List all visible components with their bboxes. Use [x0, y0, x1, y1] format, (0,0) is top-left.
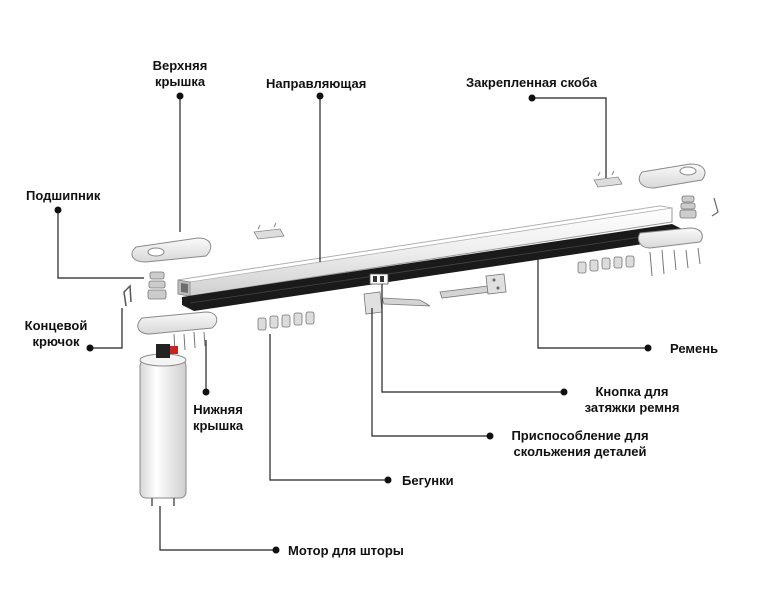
label-bottom-cover-line1: Нижняя — [193, 402, 243, 417]
label-curtain-motor: Мотор для шторы — [288, 543, 404, 558]
curtain-motor — [139, 344, 187, 506]
label-sliding-device-line2: скольжения деталей — [513, 444, 647, 459]
small-bracket — [253, 222, 285, 240]
fixed-bracket — [593, 163, 706, 189]
end-hook — [123, 284, 132, 307]
label-end-hook: Концевой крючок — [16, 318, 96, 350]
label-rail: Направляющая — [266, 76, 367, 91]
label-belt-tension-button-line2: затяжки ремня — [584, 400, 680, 415]
runners-right — [577, 255, 635, 274]
callout-dots — [54, 92, 652, 554]
top-cover — [131, 237, 212, 263]
label-sliding-device: Приспособление для скольжения деталей — [498, 428, 662, 460]
label-top-cover-line1: Верхняя — [152, 58, 208, 73]
label-sliding-device-line1: Приспособление для — [511, 428, 649, 443]
runners-left — [257, 311, 315, 331]
label-bottom-cover-line2: крышка — [192, 418, 244, 433]
label-bottom-cover: Нижняя крышка — [178, 402, 258, 434]
label-bearing: Подшипник — [26, 188, 101, 203]
label-belt: Ремень — [670, 341, 719, 356]
bottom-cover — [137, 311, 218, 353]
label-fixed-bracket: Закрепленная скоба — [466, 75, 598, 90]
sliding-device — [363, 273, 507, 315]
label-belt-tension-button-line1: Кнопка для — [595, 384, 669, 399]
belt-tension-button — [369, 273, 389, 285]
label-end-hook-line2: крючок — [32, 334, 80, 349]
label-runners: Бегунки — [402, 473, 454, 488]
callout-lines — [57, 96, 648, 551]
right-end-cap — [637, 195, 719, 277]
label-end-hook-line1: Концевой — [24, 318, 88, 333]
rail — [177, 205, 673, 297]
label-top-cover-line2: крышка — [154, 74, 206, 89]
label-belt-tension-button: Кнопка для затяжки ремня — [572, 384, 692, 416]
belt — [182, 224, 684, 311]
bearing — [147, 271, 167, 300]
label-top-cover: Верхняя крышка — [140, 58, 220, 90]
